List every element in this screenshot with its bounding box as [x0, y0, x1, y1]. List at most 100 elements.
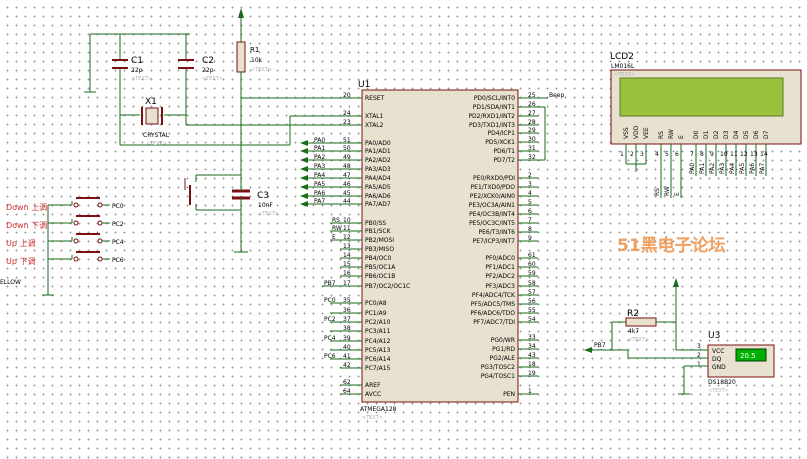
mcu-right-pin-number: 58: [528, 280, 536, 287]
lcd-net-label: PA0: [689, 163, 696, 174]
mcu-left-pin-name: PC0/A8: [365, 300, 387, 307]
mcu-right-pin-number: 7: [528, 217, 532, 224]
net-arrow: [300, 157, 308, 163]
mcu-left-pin-name: PC2/A10: [365, 319, 391, 326]
resistor-r2[interactable]: [625, 317, 668, 327]
net-label: E: [332, 234, 336, 241]
lcd-pin-name: VSS: [623, 127, 630, 139]
mcu-left-pin-name: PC1/A9: [365, 310, 387, 317]
sensor-ds18b20[interactable]: [707, 344, 775, 378]
sensor-pin-gnd: GND: [712, 364, 726, 371]
lcd-pin-name: D0: [693, 130, 700, 139]
net-label: PA4: [314, 172, 325, 179]
mcu-left-pin-number: 35: [343, 297, 351, 304]
lcd-net-label: RW: [664, 186, 671, 196]
sensor-pinnum-2: 2: [697, 352, 701, 359]
mcu-right-pin-number: 57: [528, 289, 536, 296]
mcu-right-pin-number: 56: [528, 298, 536, 305]
mcu-right-pin-name: PD3/TXD1/INT3: [469, 122, 515, 129]
mcu-right-pin-name: PF4/ADC4/TCK: [472, 292, 516, 299]
mcu-ref: U1: [358, 80, 370, 90]
mcu-left-pin-name: PB0/SS: [365, 220, 386, 227]
mcu-right-pin-name: PE1/TXD0/PDO: [471, 184, 516, 191]
push-button[interactable]: Down 上调 PC0: [6, 197, 124, 212]
mcu-right-pin-number: 33: [528, 334, 536, 341]
sensor-pin-dq: DQ: [712, 356, 722, 363]
r1-ref: R1: [250, 46, 259, 54]
lcd-net-label: PA6: [749, 163, 756, 174]
capacitor-c1[interactable]: [112, 59, 128, 69]
resistor-r1[interactable]: [236, 41, 246, 98]
lcd-pin-name: D5: [743, 130, 750, 139]
net-label: PA1: [314, 145, 325, 152]
mcu-right-pin-name: PD0/SCL/INT0: [474, 95, 515, 102]
mcu-left-pin-number: 24: [343, 110, 351, 117]
net-arrow: [300, 184, 308, 190]
mcu-right-pin-name: PE7/ICP3/INT7: [473, 238, 516, 245]
x1-text: <TEXT>: [146, 141, 167, 147]
mcu-right-pin-number: 61: [528, 252, 536, 259]
mcu-left-pin-number: 36: [343, 307, 351, 314]
mcu-right-pin-number: 31: [528, 145, 536, 152]
mcu-right-pin-name: PF3/ADC3: [485, 283, 515, 290]
mcu-right-pin-name: PD7/T2: [493, 157, 515, 164]
mcu-right-pin-name: PF7/ADC7/TDI: [473, 319, 515, 326]
mcu-left-pin-name: PA2/AD2: [365, 157, 391, 164]
button-net-label: PC0: [112, 203, 124, 210]
mcu-part: ATMEGA128: [360, 406, 397, 413]
mcu-left-pin-number: 10: [343, 217, 351, 224]
capacitor-c2[interactable]: [178, 59, 194, 69]
mcu-left-pin-number: 17: [343, 280, 351, 287]
reset-button[interactable]: [184, 174, 241, 211]
c1-ref: C1: [131, 56, 143, 66]
net-arrow: [300, 193, 308, 199]
capacitor-c3[interactable]: [232, 183, 250, 253]
button-label: Down 下调: [6, 221, 47, 230]
button-label: Down 上调: [6, 203, 47, 212]
net-label: PC0: [324, 297, 336, 304]
c1-value: 22p: [131, 67, 143, 74]
mcu-left-pin-number: 14: [343, 252, 351, 259]
mcu-left-pin-name: PA7/AD7: [365, 201, 391, 208]
net-label: PA0: [314, 137, 325, 144]
lcd-module[interactable]: [610, 69, 802, 145]
watermark-text: 51黑电子论坛: [617, 235, 726, 256]
lcd-pin-name: E: [678, 135, 685, 139]
mcu-right-pin-number: 2: [528, 172, 532, 179]
lcd-pin-name: VEE: [643, 127, 650, 139]
mcu-right-pin-number: 30: [528, 136, 536, 143]
mcu-left-pin-number: 38: [343, 325, 351, 332]
mcu-right-pin-name: PD1/SDA/INT1: [473, 104, 515, 111]
net-label: PA6: [314, 190, 325, 197]
mcu-right-pin-name: PD4/ICP1: [488, 130, 516, 137]
mcu-right-pin-name: PD6/T1: [493, 148, 515, 155]
net-arrow: [300, 175, 308, 181]
mcu-left-pin-name: PC4/A12: [365, 338, 391, 345]
mcu-left-pin-name: PB3/MISO: [365, 246, 394, 253]
mcu-left-pin-name: PA5/AD5: [365, 184, 391, 191]
lcd-net-label: E: [674, 192, 681, 196]
sensor-pin-vcc: VCC: [712, 348, 724, 355]
mcu-atmega128[interactable]: [361, 89, 519, 403]
r1-value: 10k: [251, 57, 263, 64]
net-arrow: [300, 201, 308, 207]
mcu-right-pin-name: PE4/OC3B/INT4: [469, 211, 515, 218]
r2-text: <TEXT>: [628, 337, 649, 343]
mcu-left-pin-number: 37: [343, 316, 351, 323]
net-label-pb7: PB7: [324, 280, 336, 287]
crystal-x1[interactable]: [141, 107, 163, 125]
mcu-left-pin-name: PB6/OC1B: [365, 273, 395, 280]
mcu-right-pin-name: PF0/ADC0: [485, 255, 515, 262]
mcu-left-pin-name: PA3/AD3: [365, 166, 391, 173]
button-label: Up 下调: [6, 257, 35, 266]
mcu-left-pin-name: PB7/OC2/OC1C: [365, 283, 410, 290]
power-terminal[interactable]: [238, 8, 244, 42]
net-label: PA7: [314, 198, 325, 205]
mcu-right-pin-number: 55: [528, 307, 536, 314]
sensor-net-label: PB7: [594, 342, 606, 349]
mcu-right-pin-number: 54: [528, 316, 536, 323]
